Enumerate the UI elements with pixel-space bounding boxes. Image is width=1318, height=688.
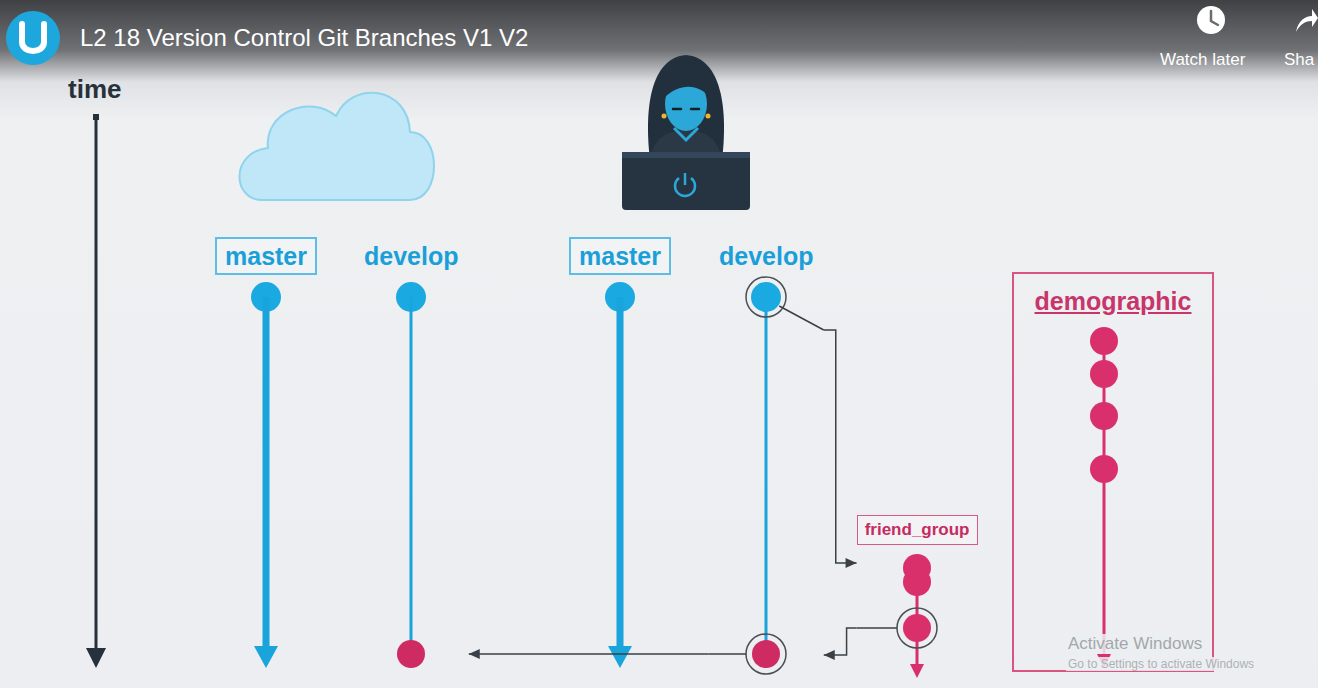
video-title: L2 18 Version Control Git Branches V1 V2 (80, 24, 528, 52)
branch-column: develop (354, 237, 469, 672)
branch-lane (396, 282, 426, 668)
time-axis (86, 114, 106, 668)
connector-arrow (824, 628, 857, 660)
axis-label: time (68, 74, 121, 105)
channel-logo (6, 11, 60, 65)
connector-arrow (469, 649, 709, 659)
watermark: Activate Windows (1066, 634, 1204, 654)
connector-line (824, 628, 857, 655)
connector-line (469, 653, 709, 655)
branch-lane (605, 282, 635, 668)
share-icon (1296, 9, 1318, 32)
connector-lead (709, 653, 747, 655)
branch-name: master (569, 237, 671, 275)
arrowhead (469, 649, 480, 659)
branch-lane (1090, 327, 1118, 668)
branch-name: develop (354, 237, 469, 275)
branch-column: master (215, 237, 317, 672)
feature-branch-box: demographic (1012, 272, 1214, 672)
clock-icon (1197, 6, 1225, 34)
connector-line (824, 330, 857, 563)
branch-lane (251, 282, 281, 668)
branch-name: master (215, 237, 317, 275)
feature-branch-column: friend_group (857, 515, 978, 682)
branch-lane (746, 277, 786, 674)
branch-name: develop (709, 237, 824, 275)
watermark: Go to Settings to activate Windows (1066, 657, 1256, 671)
branch-column: develop (709, 237, 824, 672)
cloud-icon (239, 93, 434, 200)
connector-lead (779, 306, 824, 330)
connector-lead (857, 627, 898, 629)
developer-figure (622, 55, 750, 210)
button-label: Watch later (1160, 50, 1245, 70)
button-label: Sha (1284, 50, 1314, 70)
arrowhead (846, 558, 857, 568)
branch-lane (897, 554, 937, 678)
branch-name: friend_group (857, 515, 978, 545)
arrowhead (824, 650, 835, 660)
connector-arrow (824, 330, 857, 568)
branch-name: demographic (1014, 286, 1212, 316)
branch-column: master (569, 237, 671, 672)
